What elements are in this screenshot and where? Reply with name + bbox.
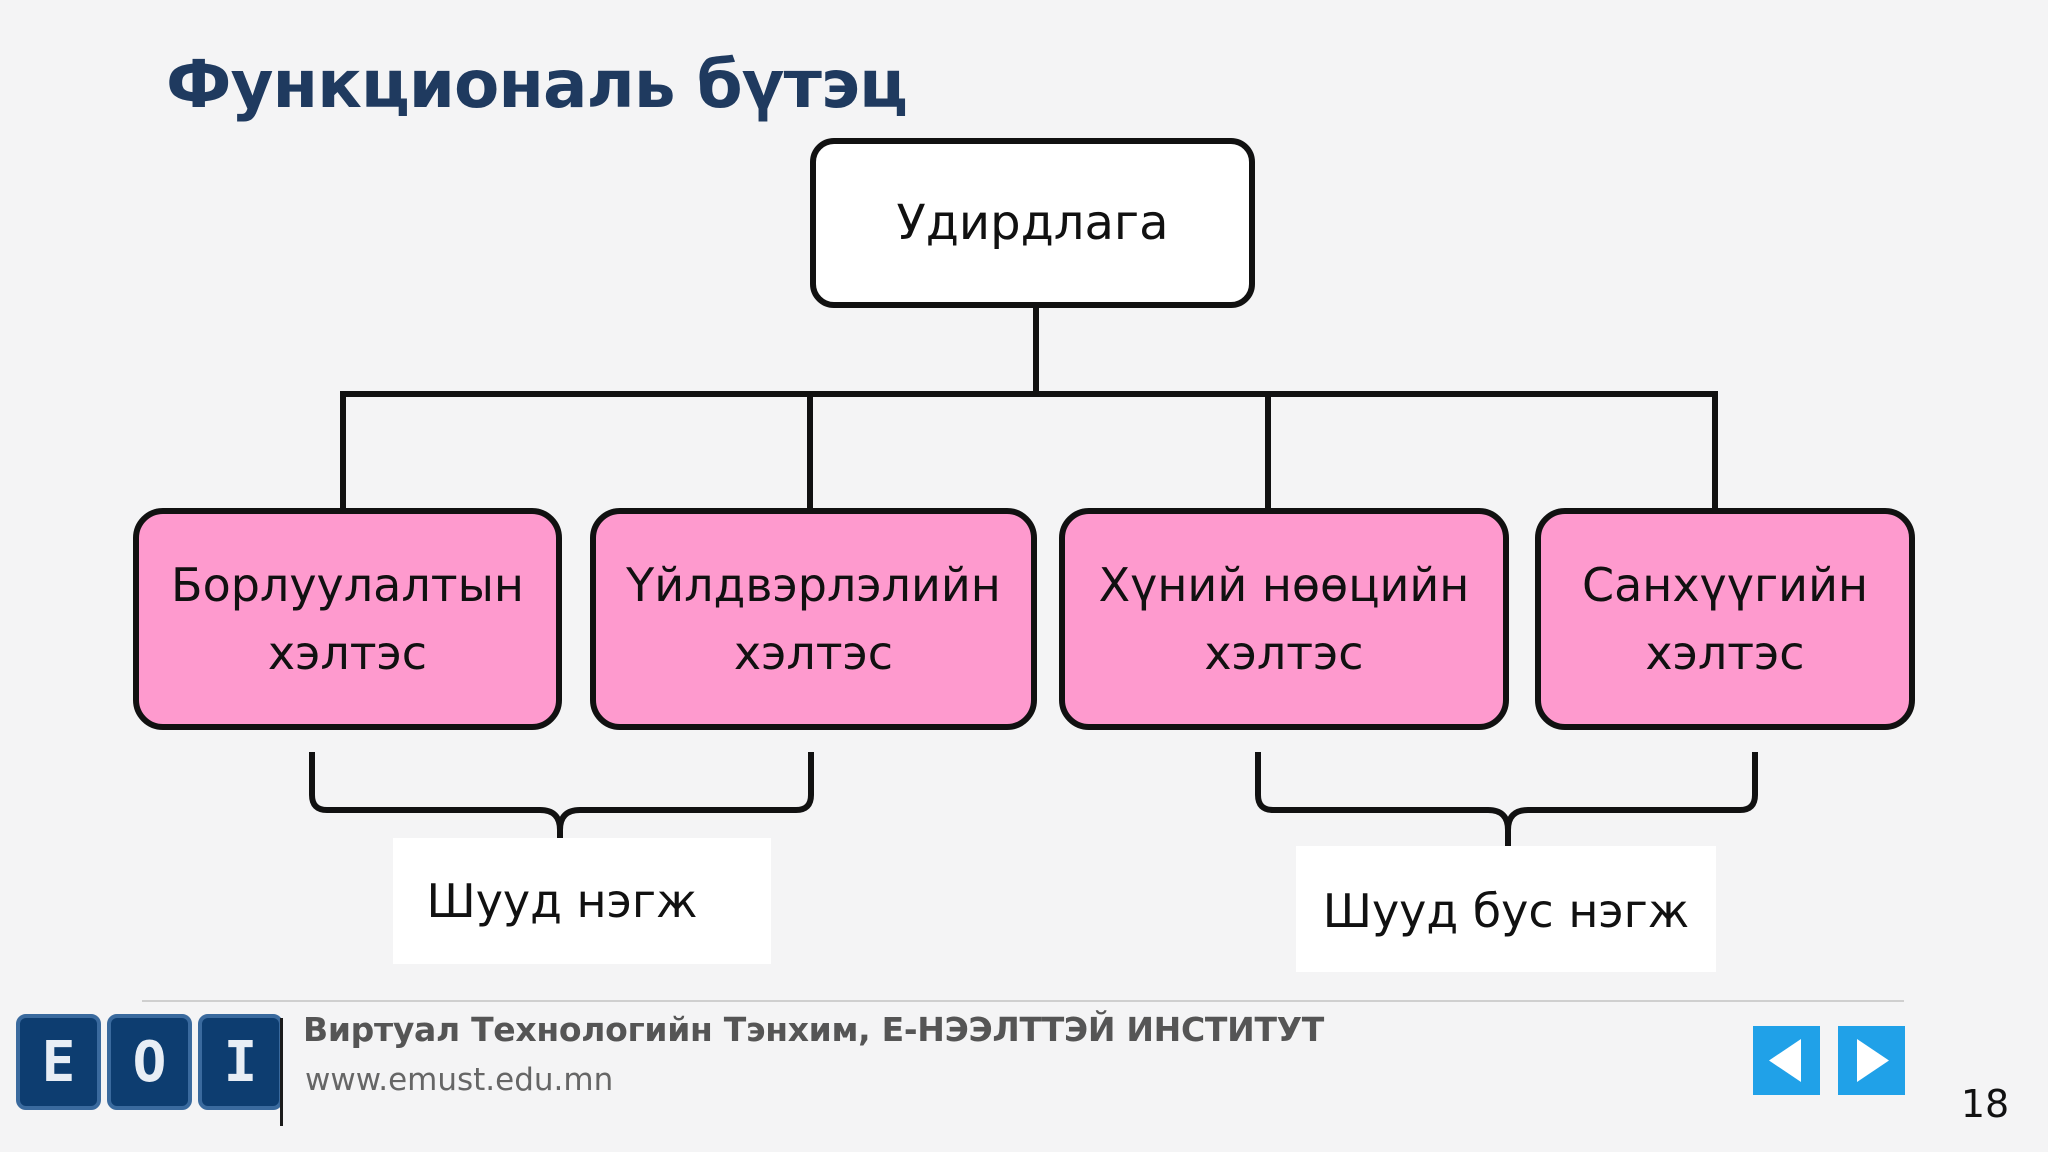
management-label: Удирдлага (896, 195, 1169, 251)
finance-department-box: Санхүүгийн хэлтэс (1535, 508, 1915, 730)
triangle-right-icon (1857, 1039, 1889, 1082)
production-department-box: Үйлдвэрлэлийн хэлтэс (590, 508, 1037, 730)
next-slide-button[interactable] (1838, 1026, 1905, 1095)
department-label-line1: Хүний нөөцийн (1098, 558, 1470, 612)
page-number: 18 (1960, 1082, 2010, 1126)
direct-units-text: Шууд нэгж (426, 874, 698, 928)
eoi-logo: E O I (16, 1014, 283, 1110)
department-label-line2: хэлтэс (1645, 626, 1805, 680)
logo-tile-e: E (16, 1014, 101, 1110)
department-label-line2: хэлтэс (733, 626, 894, 680)
footer-divider (142, 1000, 1904, 1002)
previous-slide-button[interactable] (1753, 1026, 1820, 1095)
logo-tile-i: I (198, 1014, 283, 1110)
logo-tile-o: O (107, 1014, 192, 1110)
indirect-units-text: Шууд бус нэгж (1322, 884, 1690, 938)
department-label-line2: хэлтэс (267, 626, 428, 680)
logo-divider (280, 1018, 283, 1126)
footer-organization: Виртуал Технологийн Тэнхим, Е-НЭЭЛТТЭЙ И… (303, 1010, 1325, 1049)
indirect-units-label: Шууд бус нэгж (1296, 846, 1716, 972)
hr-department-box: Хүний нөөцийн хэлтэс (1059, 508, 1509, 730)
footer-url[interactable]: www.emust.edu.mn (305, 1062, 614, 1098)
department-label-line1: Борлуулалтын (171, 558, 524, 612)
department-label-line1: Санхүүгийн (1581, 558, 1869, 612)
department-label-line1: Үйлдвэрлэлийн (626, 558, 1001, 612)
triangle-left-icon (1769, 1039, 1801, 1082)
management-box: Удирдлага (810, 138, 1255, 308)
slide-title: Функциональ бүтэц (166, 46, 908, 123)
direct-units-label: Шууд нэгж (393, 838, 771, 964)
sales-department-box: Борлуулалтын хэлтэс (133, 508, 562, 730)
department-label-line2: хэлтэс (1204, 626, 1364, 680)
